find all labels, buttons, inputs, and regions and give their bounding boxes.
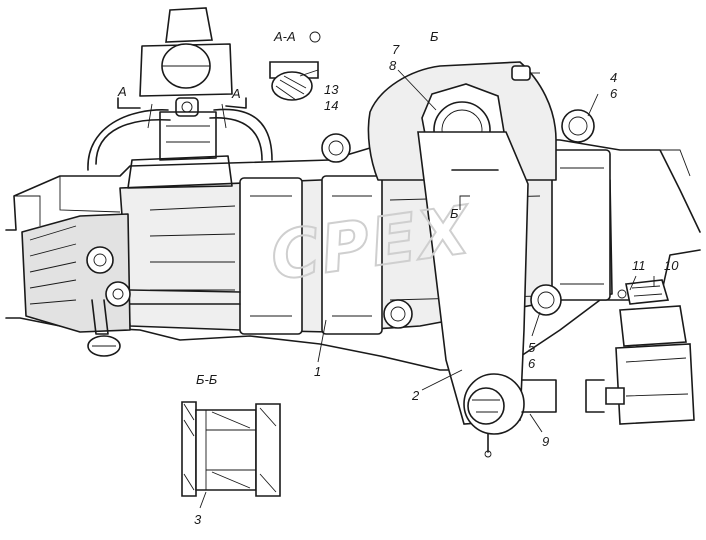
callout-6-top: 6: [610, 86, 618, 101]
callout-5: 5: [528, 340, 536, 355]
leader-lines: [199, 69, 655, 509]
universal-joint: [87, 7, 273, 189]
callout-11: 11: [632, 258, 646, 273]
pitman-arm: [417, 131, 557, 458]
callout-6-bottom: 6: [528, 356, 536, 371]
callout-10: 10: [664, 258, 679, 273]
section-bb-inset: [181, 401, 281, 497]
section-a-left-mark: А: [117, 84, 127, 99]
section-b-label: Б: [430, 29, 439, 44]
tie-rod-end: [585, 279, 695, 425]
callout-4: 4: [610, 70, 617, 85]
callout-3: 3: [194, 512, 202, 527]
section-aa-label: А-А: [273, 29, 296, 44]
callout-9: 9: [542, 434, 549, 449]
callout-13: 13: [324, 82, 339, 97]
section-a-right-mark: А: [231, 86, 241, 101]
callout-8: 8: [389, 58, 397, 73]
callout-2: 2: [411, 388, 420, 403]
callout-7: 7: [392, 42, 400, 57]
callout-14: 14: [324, 98, 338, 113]
valve-end: [21, 213, 241, 357]
section-b-mark: Б: [450, 206, 459, 221]
section-bb-label: Б-Б: [196, 372, 218, 387]
callout-1: 1: [314, 364, 321, 379]
